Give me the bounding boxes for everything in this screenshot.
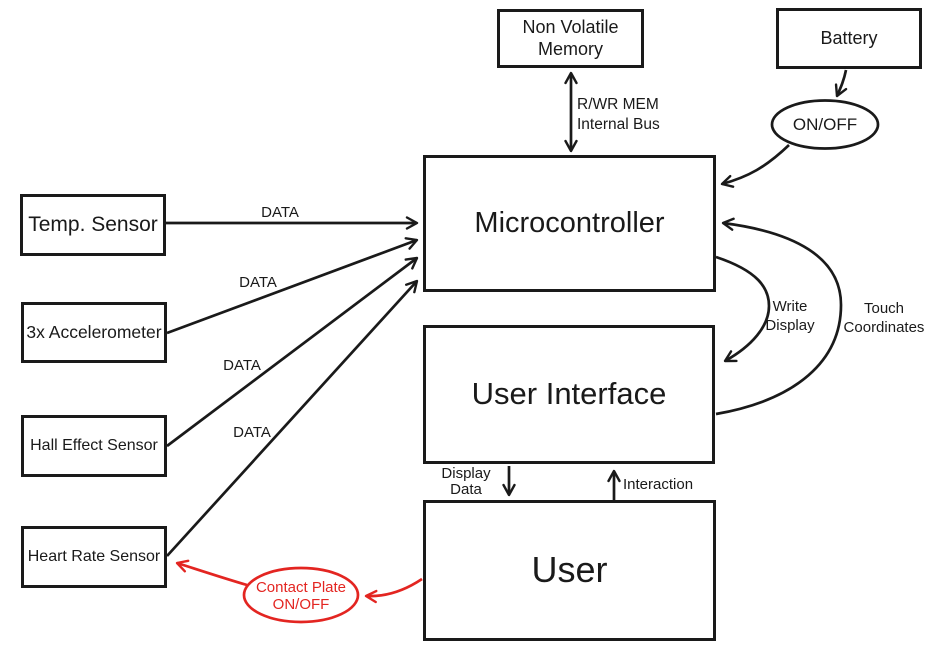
node-non-volatile-memory-label: Non Volatile Memory [522,17,619,59]
label-data-temp: DATA [261,204,299,221]
arrow-contact-plate-to-heart [175,559,248,587]
node-accelerometer-label: 3x Accelerometer [26,322,162,343]
node-user-label: User [531,549,608,591]
node-accelerometer: 3x Accelerometer [21,302,167,363]
power-switch-ellipse [770,99,880,150]
arrow-battery-to-switch [834,69,848,98]
node-temp-sensor-label: Temp. Sensor [28,212,158,236]
arrow-heart-to-micro [166,279,419,557]
node-hall-effect-sensor-label: Hall Effect Sensor [30,436,158,454]
contact-plate-label: Contact Plate ON/OFF [255,579,347,613]
node-user-interface-label: User Interface [471,376,667,412]
arrow-user-to-contact-plate [364,577,423,604]
label-data-accel: DATA [239,274,277,291]
label-mem-bus: R/WR MEM Internal Bus [577,96,660,133]
arrow-write-display [715,255,771,363]
arrow-accel-to-micro [166,237,419,335]
node-heart-rate-sensor-label: Heart Rate Sensor [27,547,161,565]
node-non-volatile-memory: Non Volatile Memory [497,9,644,68]
label-interaction: Interaction [623,476,694,493]
node-hall-effect-sensor: Hall Effect Sensor [21,415,167,477]
arrow-hall-to-micro [166,256,419,448]
node-battery: Battery [776,8,922,69]
node-user-interface: User Interface [423,325,715,464]
arrow-touch-coordinates [715,217,843,416]
node-temp-sensor: Temp. Sensor [20,194,166,256]
power-switch-label: ON/OFF [792,114,858,134]
label-data-heart: DATA [233,424,271,441]
label-write-display: Write Display [765,298,815,334]
arrow-switch-to-micro [720,144,790,188]
node-microcontroller: Microcontroller [423,155,716,292]
node-battery-label: Battery [820,27,878,48]
node-heart-rate-sensor: Heart Rate Sensor [21,526,167,588]
label-touch-coordinates: Touch Coordinates [843,300,925,336]
label-data-hall: DATA [223,357,261,374]
label-display-data: Display Data [441,465,491,498]
node-microcontroller-label: Microcontroller [474,207,665,240]
contact-plate-ellipse [242,566,360,624]
node-user: User [423,500,716,641]
